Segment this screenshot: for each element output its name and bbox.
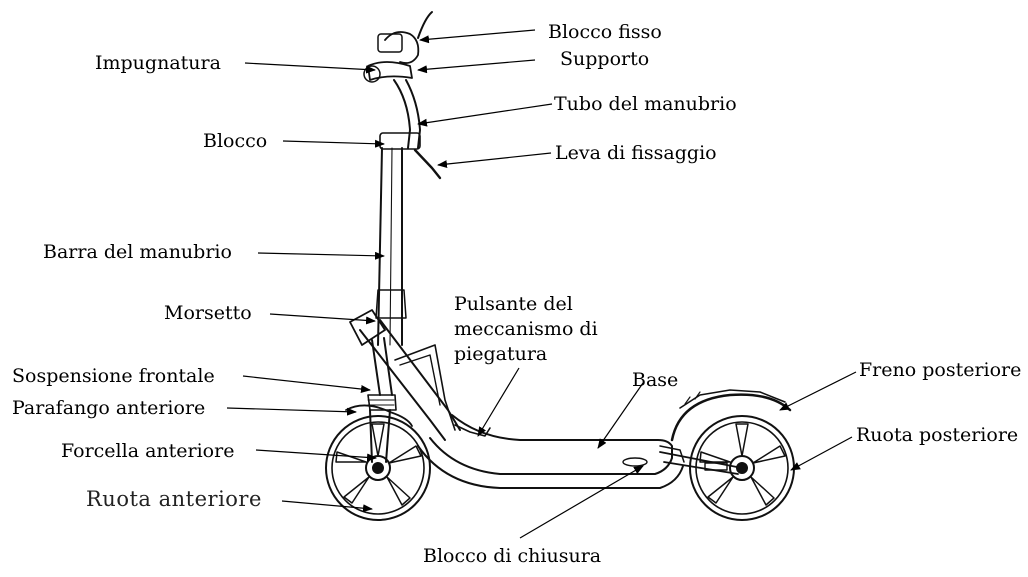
front-wheel: [325, 415, 431, 521]
front-fork: [345, 337, 413, 463]
label-sospensione-frontale: Sospensione frontale: [12, 365, 215, 387]
label-ruota-anteriore: Ruota anteriore: [86, 487, 262, 511]
deck: [417, 414, 685, 489]
label-supporto: Supporto: [560, 48, 650, 70]
label-pulsante-line-1: Pulsante del: [454, 293, 573, 315]
label-parafango-anteriore: Parafango anteriore: [12, 397, 206, 419]
label-forcella-anteriore: Forcella anteriore: [61, 440, 235, 462]
label-morsetto: Morsetto: [164, 302, 252, 324]
scooter-outline: [325, 11, 795, 521]
handlebar-top: [363, 11, 433, 83]
label-barra-manubrio: Barra del manubrio: [43, 241, 232, 263]
handlebar-stem: [375, 79, 442, 346]
leader-lines: [226, 29, 857, 539]
label-leva-fissaggio: Leva di fissaggio: [555, 142, 717, 164]
label-pulsante-line-2: meccanismo di: [454, 318, 598, 340]
label-ruota-posteriore: Ruota posteriore: [856, 424, 1019, 446]
label-pulsante-piegatura: Pulsante del meccanismo di piegatura: [454, 292, 624, 367]
label-tubo-manubrio: Tubo del manubrio: [554, 93, 737, 115]
label-pulsante-line-3: piegatura: [454, 343, 548, 365]
label-base: Base: [632, 369, 679, 391]
label-freno-posteriore: Freno posteriore: [859, 359, 1022, 381]
label-blocco-fisso: Blocco fisso: [548, 21, 662, 43]
rear-fender: [670, 393, 792, 442]
label-impugnatura: Impugnatura: [95, 52, 221, 74]
label-blocco: Blocco: [203, 130, 268, 152]
label-blocco-chiusura: Blocco di chiusura: [423, 545, 602, 567]
